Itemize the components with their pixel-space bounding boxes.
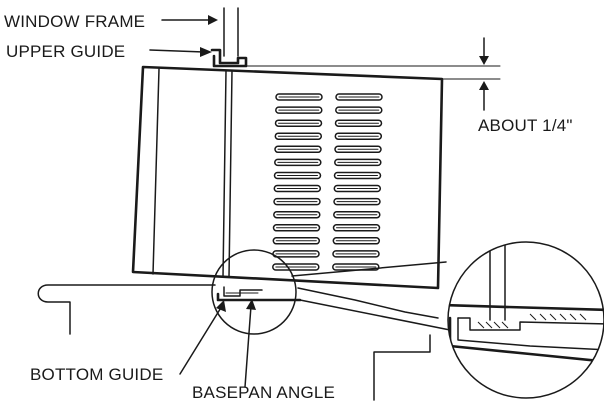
basepan-angle-label: BASEPAN ANGLE xyxy=(192,383,335,402)
louver-grille xyxy=(272,93,383,271)
detail-circle-small xyxy=(211,249,297,335)
bottom-guide-label: BOTTOM GUIDE xyxy=(30,365,163,384)
detail-connector-bottom xyxy=(299,299,451,331)
about-label: ABOUT 1/4" xyxy=(478,116,573,135)
detail-circle-large xyxy=(447,241,604,399)
window-frame-label: WINDOW FRAME xyxy=(4,12,145,31)
bottom-guide xyxy=(216,286,302,302)
detail-connector-top xyxy=(291,261,447,277)
height-dimension xyxy=(245,37,501,111)
window-frame xyxy=(223,7,239,57)
upper-guide-label: UPPER GUIDE xyxy=(6,42,125,61)
window-sill xyxy=(37,284,439,401)
leader-lines xyxy=(149,15,256,388)
upper-guide xyxy=(210,48,248,68)
